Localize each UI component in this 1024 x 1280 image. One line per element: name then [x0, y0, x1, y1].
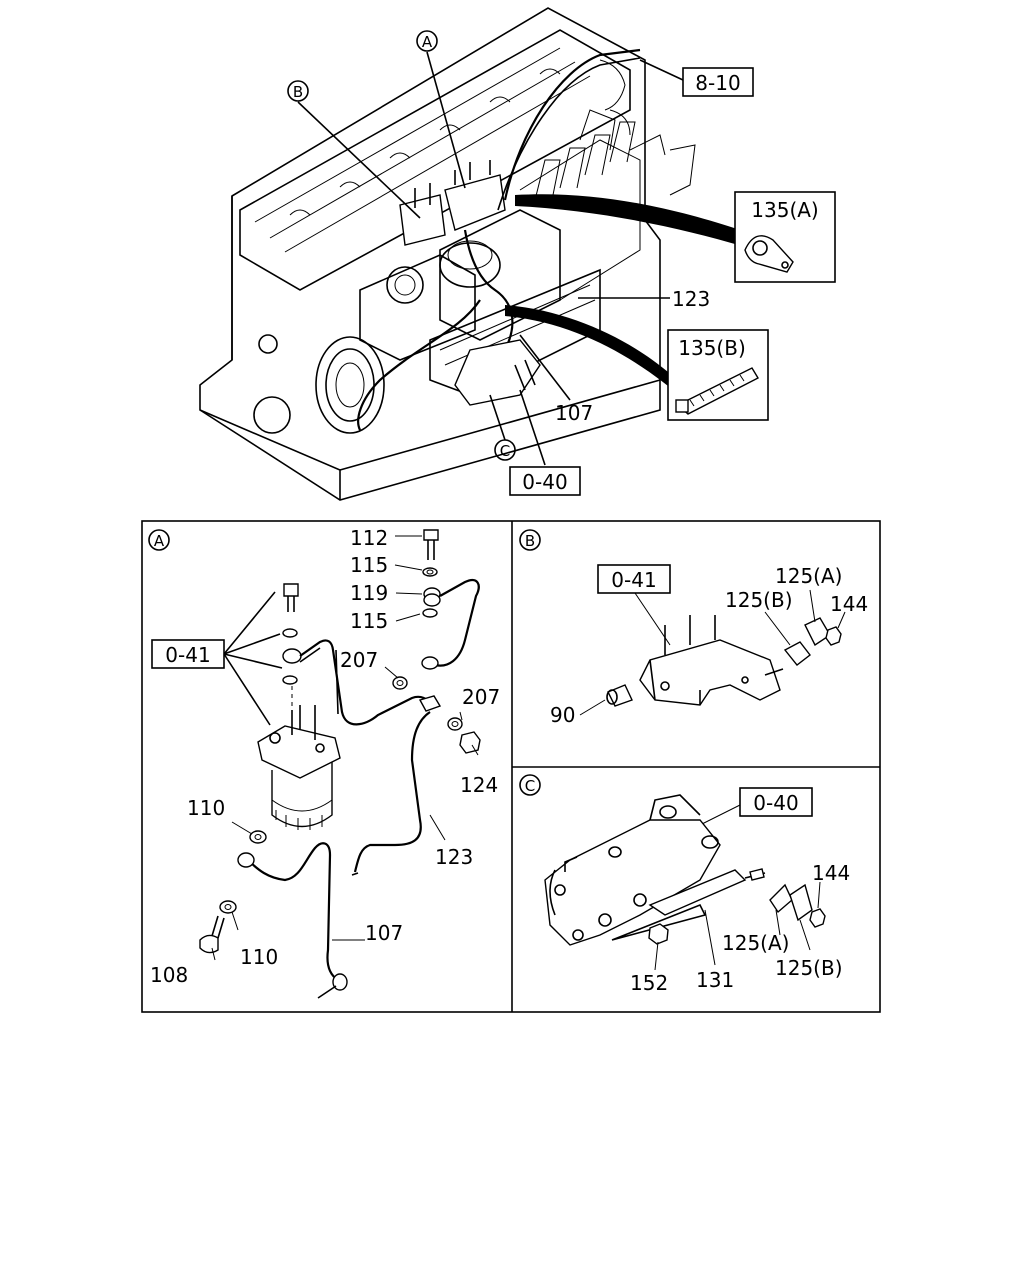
label-110-lower: 110 [240, 945, 278, 969]
label-207-left: 207 [340, 648, 378, 672]
label-115-lower: 115 [350, 609, 388, 633]
part-box-135a: 135(A) [734, 191, 836, 283]
svg-text:A: A [422, 33, 433, 51]
panel-c: C 0-40 144 125(A) 125(B) 152 [519, 774, 850, 995]
svg-text:135(A): 135(A) [751, 198, 818, 222]
label-144-b: 144 [830, 592, 868, 616]
svg-text:0-40: 0-40 [753, 791, 798, 815]
callout-a: A [416, 30, 438, 52]
label-108: 108 [150, 963, 188, 987]
label-125b-c: 125(B) [775, 956, 843, 980]
label-125a-c: 125(A) [722, 931, 789, 955]
panel-a: A 0-41 [148, 526, 500, 999]
panel-b-tag: B [519, 529, 541, 551]
svg-text:C: C [525, 777, 535, 795]
label-115-upper: 115 [350, 553, 388, 577]
label-207-right: 207 [462, 685, 500, 709]
label-125a-b: 125(A) [775, 564, 842, 588]
svg-text:B: B [525, 532, 535, 550]
label-125b-b: 125(B) [725, 588, 793, 612]
label-107-top: 107 [555, 401, 593, 425]
ref-box-0-40-c[interactable]: 0-40 [739, 787, 813, 817]
label-90: 90 [550, 703, 575, 727]
ref-box-0-40-top[interactable]: 0-40 [509, 466, 581, 496]
ref-box-0-41-a[interactable]: 0-41 [151, 639, 225, 669]
label-112: 112 [350, 526, 388, 550]
svg-text:135(B): 135(B) [678, 336, 746, 360]
engine-assembly-drawing [199, 7, 742, 501]
svg-text:B: B [293, 83, 303, 101]
svg-text:C: C [500, 442, 510, 460]
svg-text:8-10: 8-10 [695, 71, 740, 95]
label-123: 123 [435, 845, 473, 869]
ref-box-0-41-b[interactable]: 0-41 [597, 564, 671, 594]
detail-panels-frame [141, 520, 881, 1013]
label-152: 152 [630, 971, 668, 995]
label-107: 107 [365, 921, 403, 945]
panel-a-tag: A [148, 529, 170, 551]
svg-text:0-41: 0-41 [611, 568, 656, 592]
label-119: 119 [350, 581, 388, 605]
label-124: 124 [460, 773, 498, 797]
panel-b: B 0-41 125(A) 125(B) 144 90 [519, 529, 868, 727]
svg-text:0-41: 0-41 [165, 643, 210, 667]
ref-box-8-10[interactable]: 8-10 [682, 67, 754, 97]
label-144-c: 144 [812, 861, 850, 885]
svg-text:A: A [154, 532, 165, 550]
callout-b: B [287, 80, 309, 102]
svg-text:0-40: 0-40 [522, 470, 567, 494]
part-box-135b: 135(B) [667, 329, 769, 421]
callout-c: C [494, 439, 516, 461]
label-123-top: 123 [672, 287, 710, 311]
label-131: 131 [696, 968, 734, 992]
panel-c-tag: C [519, 774, 541, 796]
label-110-upper: 110 [187, 796, 225, 820]
